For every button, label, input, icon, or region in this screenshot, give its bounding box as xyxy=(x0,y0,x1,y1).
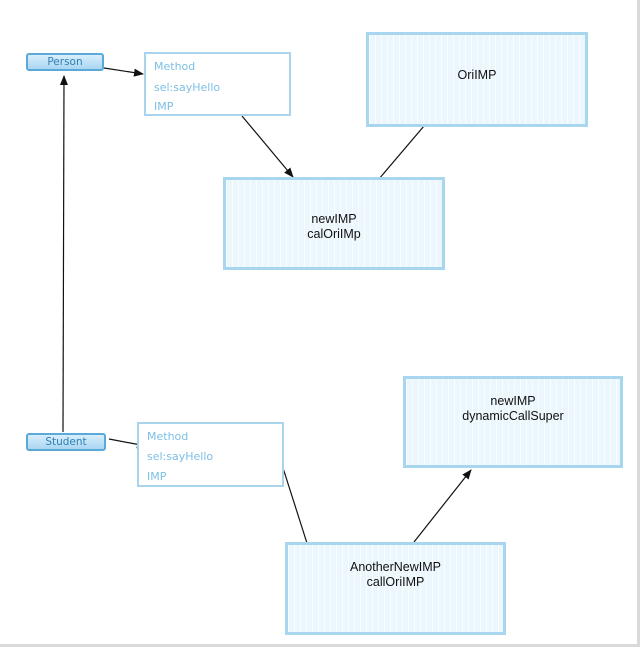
student-method-sel: sel:sayHello xyxy=(147,450,214,463)
person-method-label: Method xyxy=(154,60,196,73)
person-method-imp: IMP xyxy=(154,100,174,113)
ori-imp-box: OriIMP xyxy=(366,32,588,127)
student-method-box: Method sel:sayHello IMP xyxy=(137,422,284,487)
arrow-person-to-method xyxy=(103,67,144,77)
person-method-box: Method sel:sayHello IMP xyxy=(144,52,291,116)
ori-imp-label: OriIMP xyxy=(457,68,497,82)
new-imp-line1: newIMP xyxy=(311,212,357,226)
student-class-node: Student xyxy=(26,433,106,451)
person-method-sel: sel:sayHello xyxy=(154,81,221,94)
student-method-imp: IMP xyxy=(147,470,167,483)
another-new-imp-line2: callOriIMP xyxy=(366,575,425,589)
arrow-method-to-newimp xyxy=(241,115,294,178)
another-new-imp-line1: AnotherNewIMP xyxy=(349,560,441,574)
student-class-label: Student xyxy=(45,436,87,448)
arrow-student-to-person xyxy=(59,75,68,433)
new-imp-line2: calOriIMp xyxy=(307,227,361,241)
person-class-node: Person xyxy=(26,53,104,71)
student-method-label: Method xyxy=(147,430,189,443)
dynamic-super-line2: dynamicCallSuper xyxy=(462,409,564,423)
dynamic-super-line1: newIMP xyxy=(490,394,536,408)
new-imp-box: newIMP calOriIMp xyxy=(223,177,445,270)
arrow-anothernewimp-to-dynamic xyxy=(413,469,472,543)
person-class-label: Person xyxy=(47,56,83,68)
dynamic-super-box: newIMP dynamicCallSuper xyxy=(403,376,623,468)
another-new-imp-box: AnotherNewIMP callOriIMP xyxy=(285,542,506,635)
